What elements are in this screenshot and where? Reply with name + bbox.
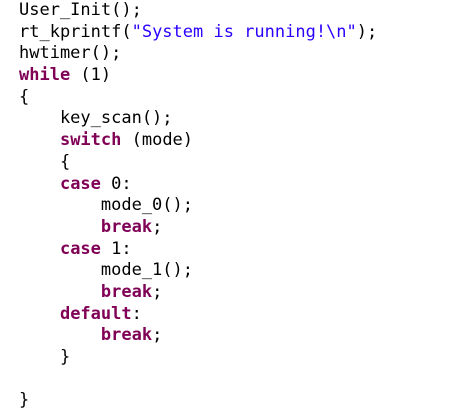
code-token: ; <box>152 325 163 346</box>
code-lines: User_Init();rt_kprintf("System is runnin… <box>19 0 469 412</box>
code-editor[interactable]: User_Init();rt_kprintf("System is runnin… <box>19 0 469 417</box>
code-token <box>19 174 60 194</box>
string-token: "System is running!\n" <box>131 21 357 42</box>
code-token <box>19 217 101 237</box>
keyword-token: while <box>19 65 71 86</box>
code-token: ; <box>152 281 163 302</box>
code-token: key_scan(); <box>19 108 173 129</box>
code-line: default: <box>19 304 469 326</box>
keyword-token: default <box>59 303 132 324</box>
code-line: break; <box>19 282 469 304</box>
code-token: 1: <box>100 238 132 259</box>
code-token: (1) <box>70 65 112 86</box>
code-token: { <box>19 86 30 107</box>
keyword-token: break <box>100 216 153 237</box>
code-line: case 0: <box>19 174 469 196</box>
code-token: hwtimer(); <box>19 43 122 64</box>
code-line: break; <box>19 217 469 239</box>
code-token: } <box>19 390 30 411</box>
code-line: hwtimer(); <box>19 43 469 65</box>
code-line: key_scan(); <box>19 108 469 130</box>
code-line: { <box>19 152 469 174</box>
code-token: : <box>131 303 142 324</box>
code-token: mode_1(); <box>19 260 193 281</box>
code-token: User_Init(); <box>19 0 142 20</box>
code-line: mode_0(); <box>19 195 469 217</box>
code-token: ; <box>152 216 163 237</box>
code-token: 0: <box>100 173 132 194</box>
code-token: mode_0(); <box>19 195 193 216</box>
keyword-token: switch <box>59 130 122 151</box>
code-token: ); <box>356 21 378 42</box>
code-line: User_Init(); <box>19 0 469 22</box>
keyword-token: break <box>100 325 153 346</box>
code-line <box>19 369 469 391</box>
code-line: rt_kprintf("System is running!\n"); <box>19 22 469 44</box>
keyword-token: case <box>59 238 101 259</box>
code-token: (mode) <box>121 130 194 151</box>
code-line: break; <box>19 325 469 347</box>
code-token <box>19 304 60 324</box>
code-token: rt_kprintf( <box>19 21 132 42</box>
code-token: { <box>19 151 71 172</box>
code-line: mode_1(); <box>19 260 469 282</box>
code-token <box>19 282 101 302</box>
code-token <box>19 325 101 345</box>
code-line: } <box>19 347 469 369</box>
code-token: } <box>19 347 71 367</box>
code-token <box>19 239 60 259</box>
code-line: switch (mode) <box>19 130 469 152</box>
code-line: { <box>19 87 469 109</box>
code-line: } <box>19 390 469 412</box>
code-token <box>19 130 60 150</box>
code-line: while (1) <box>19 65 469 87</box>
keyword-token: break <box>100 281 153 302</box>
keyword-token: case <box>59 173 101 194</box>
code-line: case 1: <box>19 239 469 261</box>
